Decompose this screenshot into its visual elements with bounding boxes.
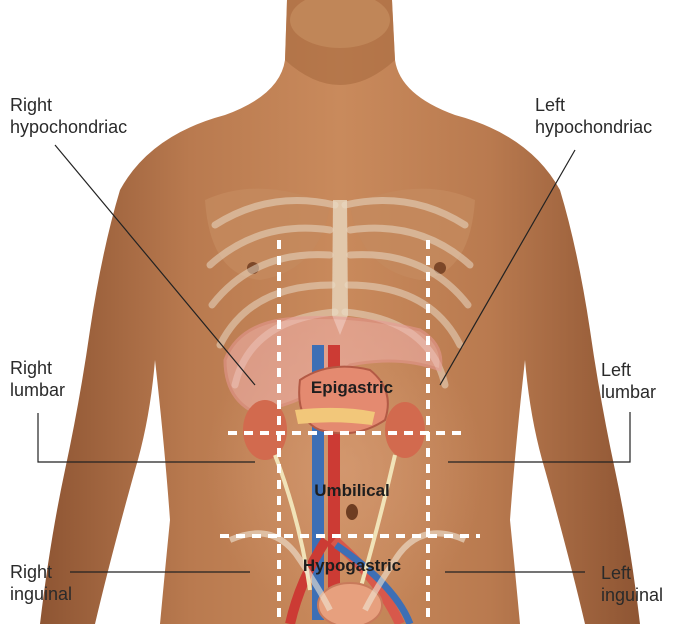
label-right-inguinal-line1: Right <box>10 561 72 583</box>
label-right-lumbar-line1: Right <box>10 357 65 379</box>
label-left-hypochondriac: Left hypochondriac <box>535 94 652 138</box>
label-left-lumbar-line1: Left <box>601 359 656 381</box>
region-label-epigastric: Epigastric <box>311 378 393 398</box>
label-left-lumbar-line2: lumbar <box>601 381 656 403</box>
region-label-hypogastric: Hypogastric <box>303 556 401 576</box>
label-right-lumbar: Right lumbar <box>10 357 65 401</box>
label-right-hypochondriac-line1: Right <box>10 94 127 116</box>
stomach <box>299 367 388 434</box>
region-label-umbilical: Umbilical <box>314 481 390 501</box>
label-left-lumbar: Left lumbar <box>601 359 656 403</box>
kidney-left <box>385 402 425 458</box>
label-right-hypochondriac-line2: hypochondriac <box>10 116 127 138</box>
label-left-inguinal-line1: Left <box>601 562 663 584</box>
label-right-hypochondriac: Right hypochondriac <box>10 94 127 138</box>
label-left-inguinal-line2: inguinal <box>601 584 663 606</box>
label-right-inguinal: Right inguinal <box>10 561 72 605</box>
label-left-inguinal: Left inguinal <box>601 562 663 606</box>
label-right-lumbar-line2: lumbar <box>10 379 65 401</box>
label-left-hypochondriac-line1: Left <box>535 94 652 116</box>
label-right-inguinal-line2: inguinal <box>10 583 72 605</box>
sternum <box>332 200 348 335</box>
navel <box>346 504 358 520</box>
label-left-hypochondriac-line2: hypochondriac <box>535 116 652 138</box>
